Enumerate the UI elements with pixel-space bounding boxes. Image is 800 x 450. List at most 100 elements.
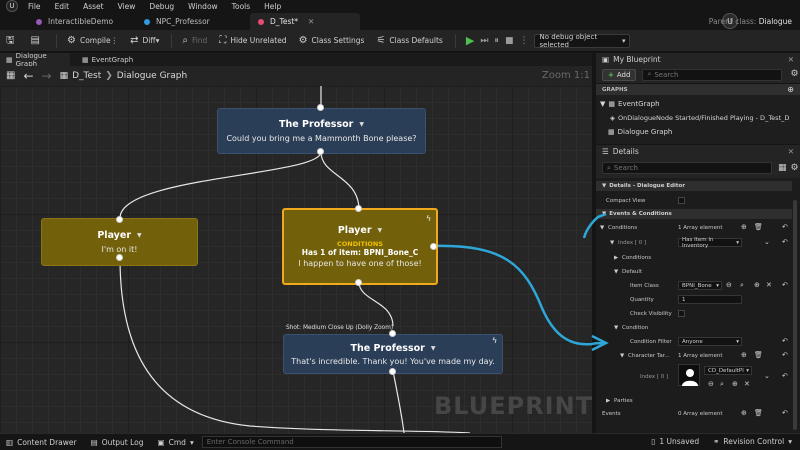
details-search[interactable]: ⌕ bbox=[602, 162, 772, 174]
step-icon[interactable]: ⏭ bbox=[480, 35, 489, 46]
user-avatar-icon[interactable]: U bbox=[722, 13, 738, 29]
output-pin[interactable] bbox=[116, 254, 123, 261]
character-target-dropdown[interactable]: CD_DefaultPl ▾ bbox=[704, 366, 752, 375]
add-circle-icon[interactable]: ⊕ bbox=[754, 281, 760, 289]
input-pin[interactable] bbox=[389, 330, 396, 337]
output-pin-right[interactable] bbox=[430, 243, 437, 250]
tree-item-dialogue-graph[interactable]: ▦ Dialogue Graph bbox=[608, 128, 672, 136]
details-search-input[interactable] bbox=[613, 164, 771, 172]
menu-file[interactable]: File bbox=[28, 1, 41, 11]
expand-arrow-icon[interactable]: ▼ bbox=[600, 224, 605, 231]
expand-arrow-icon[interactable]: ▼ bbox=[610, 239, 615, 246]
trash-icon[interactable]: 🗑 bbox=[754, 351, 763, 359]
browse-button[interactable]: ▤ bbox=[31, 35, 44, 46]
gear-icon[interactable]: ⚙ bbox=[790, 162, 799, 173]
diff-button[interactable]: ⇄Diff ▾ bbox=[130, 34, 160, 46]
row-condition[interactable]: ▼ Condition bbox=[596, 321, 792, 334]
compile-button[interactable]: ⚙Compile ⋮ bbox=[66, 34, 119, 46]
menu-debug[interactable]: Debug bbox=[149, 1, 175, 11]
grid-view-icon[interactable]: ▦ bbox=[778, 162, 787, 173]
browse-icon[interactable]: ⌕ bbox=[720, 380, 724, 388]
revision-control-button[interactable]: ⚭ Revision Control ▾ bbox=[713, 437, 792, 446]
input-pin[interactable] bbox=[116, 216, 123, 223]
my-blueprint-search[interactable]: ⌕ bbox=[642, 68, 783, 81]
close-icon[interactable]: ✕ bbox=[787, 147, 794, 156]
details-tab[interactable]: ☰ Details ✕ bbox=[596, 145, 800, 158]
quantity-input[interactable]: 1 bbox=[678, 295, 742, 304]
content-drawer-button[interactable]: ▥ Content Drawer bbox=[6, 438, 77, 447]
input-pin[interactable] bbox=[317, 104, 324, 111]
trash-icon[interactable]: 🗑 bbox=[754, 409, 763, 417]
stop-icon[interactable]: ■ bbox=[504, 35, 514, 46]
condition-filter-dropdown[interactable]: Anyone ▾ bbox=[678, 337, 742, 346]
tab-npc-professor[interactable]: NPC_Professor bbox=[136, 13, 218, 30]
grid-icon[interactable]: ▦ bbox=[6, 70, 16, 81]
save-button[interactable]: 🖫 bbox=[6, 35, 19, 46]
caret-down-icon[interactable]: ▼ bbox=[377, 227, 383, 234]
reset-icon[interactable]: ↶ bbox=[782, 281, 788, 289]
tab-eventgraph[interactable]: ▦ EventGraph bbox=[76, 53, 139, 66]
menu-view[interactable]: View bbox=[117, 1, 136, 11]
close-icon[interactable]: ✕ bbox=[787, 55, 794, 64]
compact-view-checkbox[interactable] bbox=[678, 197, 685, 204]
output-pin[interactable] bbox=[317, 148, 324, 155]
clear-icon[interactable]: ✕ bbox=[744, 380, 750, 388]
expand-arrow-icon[interactable]: ▼ bbox=[620, 352, 625, 359]
menu-tools[interactable]: Tools bbox=[231, 1, 251, 11]
add-circle-icon[interactable]: ⊕ bbox=[741, 409, 747, 417]
tree-item-eventgraph[interactable]: ▼ ▦ EventGraph bbox=[600, 100, 660, 108]
gear-icon[interactable]: ⚙ bbox=[790, 69, 799, 79]
menu-help[interactable]: Help bbox=[264, 1, 282, 11]
reset-icon[interactable]: ↶ bbox=[782, 372, 788, 380]
row-parties[interactable]: ▶ Parties bbox=[596, 394, 792, 407]
reset-icon[interactable]: ↶ bbox=[782, 223, 788, 231]
output-pin[interactable] bbox=[389, 368, 396, 375]
pause-icon[interactable]: ⏸ bbox=[494, 35, 499, 46]
reset-icon[interactable]: ↶ bbox=[782, 337, 788, 345]
input-pin[interactable] bbox=[355, 205, 362, 212]
output-pin[interactable] bbox=[355, 279, 362, 286]
details-scrollbar[interactable] bbox=[793, 200, 797, 430]
use-selected-icon[interactable]: ⊖ bbox=[708, 380, 714, 388]
output-log-button[interactable]: ▤ Output Log bbox=[91, 438, 144, 447]
unreal-logo-icon[interactable]: U bbox=[6, 0, 18, 12]
class-defaults-button[interactable]: ⚟Class Defaults bbox=[376, 35, 442, 46]
browse-icon[interactable]: ⌕ bbox=[740, 281, 744, 289]
tab-dialogue-graph[interactable]: ▦ Dialogue Graph bbox=[0, 52, 70, 68]
play-icon[interactable]: ▶ bbox=[465, 34, 475, 47]
parent-class-value[interactable]: Dialogue bbox=[758, 17, 792, 26]
clear-icon[interactable]: ✕ bbox=[766, 281, 772, 289]
check-visibility-checkbox[interactable] bbox=[678, 310, 685, 317]
graphs-section-header[interactable]: GRAPHS ⊕ bbox=[596, 84, 800, 95]
chevron-down-icon[interactable]: ⌄ bbox=[764, 372, 770, 380]
menu-window[interactable]: Window bbox=[188, 1, 218, 11]
dialogue-node-player-selected[interactable]: Player▼ CONDITIONS Has 1 of item: BPNI_B… bbox=[282, 208, 438, 285]
add-circle-icon[interactable]: ⊕ bbox=[787, 85, 794, 94]
unsaved-button[interactable]: ▯ 1 Unsaved bbox=[651, 437, 699, 446]
add-button[interactable]: + Add bbox=[602, 68, 637, 81]
add-circle-icon[interactable]: ⊕ bbox=[741, 351, 747, 359]
cmd-button[interactable]: ▣ Cmd ▾ bbox=[158, 438, 194, 447]
chevron-down-icon[interactable]: ⌄ bbox=[764, 238, 770, 246]
tab-interactibledemo[interactable]: InteractibleDemo bbox=[28, 13, 121, 30]
tab-d-test[interactable]: D_Test* ✕ bbox=[250, 13, 360, 30]
tree-item-event[interactable]: ◈ OnDialogueNode Started/Finished Playin… bbox=[610, 114, 789, 122]
graph-canvas[interactable]: The Professor▼ Could you bring me a Mamm… bbox=[0, 86, 592, 433]
menu-edit[interactable]: Edit bbox=[54, 1, 70, 11]
row-default[interactable]: ▼ Default bbox=[596, 265, 792, 278]
hide-unrelated-button[interactable]: ⛶Hide Unrelated bbox=[219, 35, 286, 46]
options-icon[interactable]: ⋮ bbox=[519, 35, 529, 46]
breadcrumb-root[interactable]: D_Test bbox=[72, 71, 102, 81]
use-selected-icon[interactable]: ⊖ bbox=[726, 281, 732, 289]
add-circle-icon[interactable]: ⊕ bbox=[741, 223, 747, 231]
reset-icon[interactable]: ↶ bbox=[782, 409, 788, 417]
expand-arrow-icon[interactable]: ▼ bbox=[600, 100, 606, 108]
class-settings-button[interactable]: ⚙Class Settings bbox=[299, 35, 365, 46]
caret-down-icon[interactable]: ▼ bbox=[359, 121, 364, 128]
caret-down-icon[interactable]: ▼ bbox=[430, 344, 436, 352]
find-button[interactable]: ⌕Find bbox=[182, 35, 207, 46]
condition-type-dropdown[interactable]: Has Item In Inventory ▾ bbox=[678, 237, 742, 249]
asset-thumbnail[interactable] bbox=[678, 364, 700, 386]
arrow-left-icon[interactable]: ← bbox=[23, 69, 34, 83]
arrow-right-icon[interactable]: → bbox=[41, 69, 52, 83]
